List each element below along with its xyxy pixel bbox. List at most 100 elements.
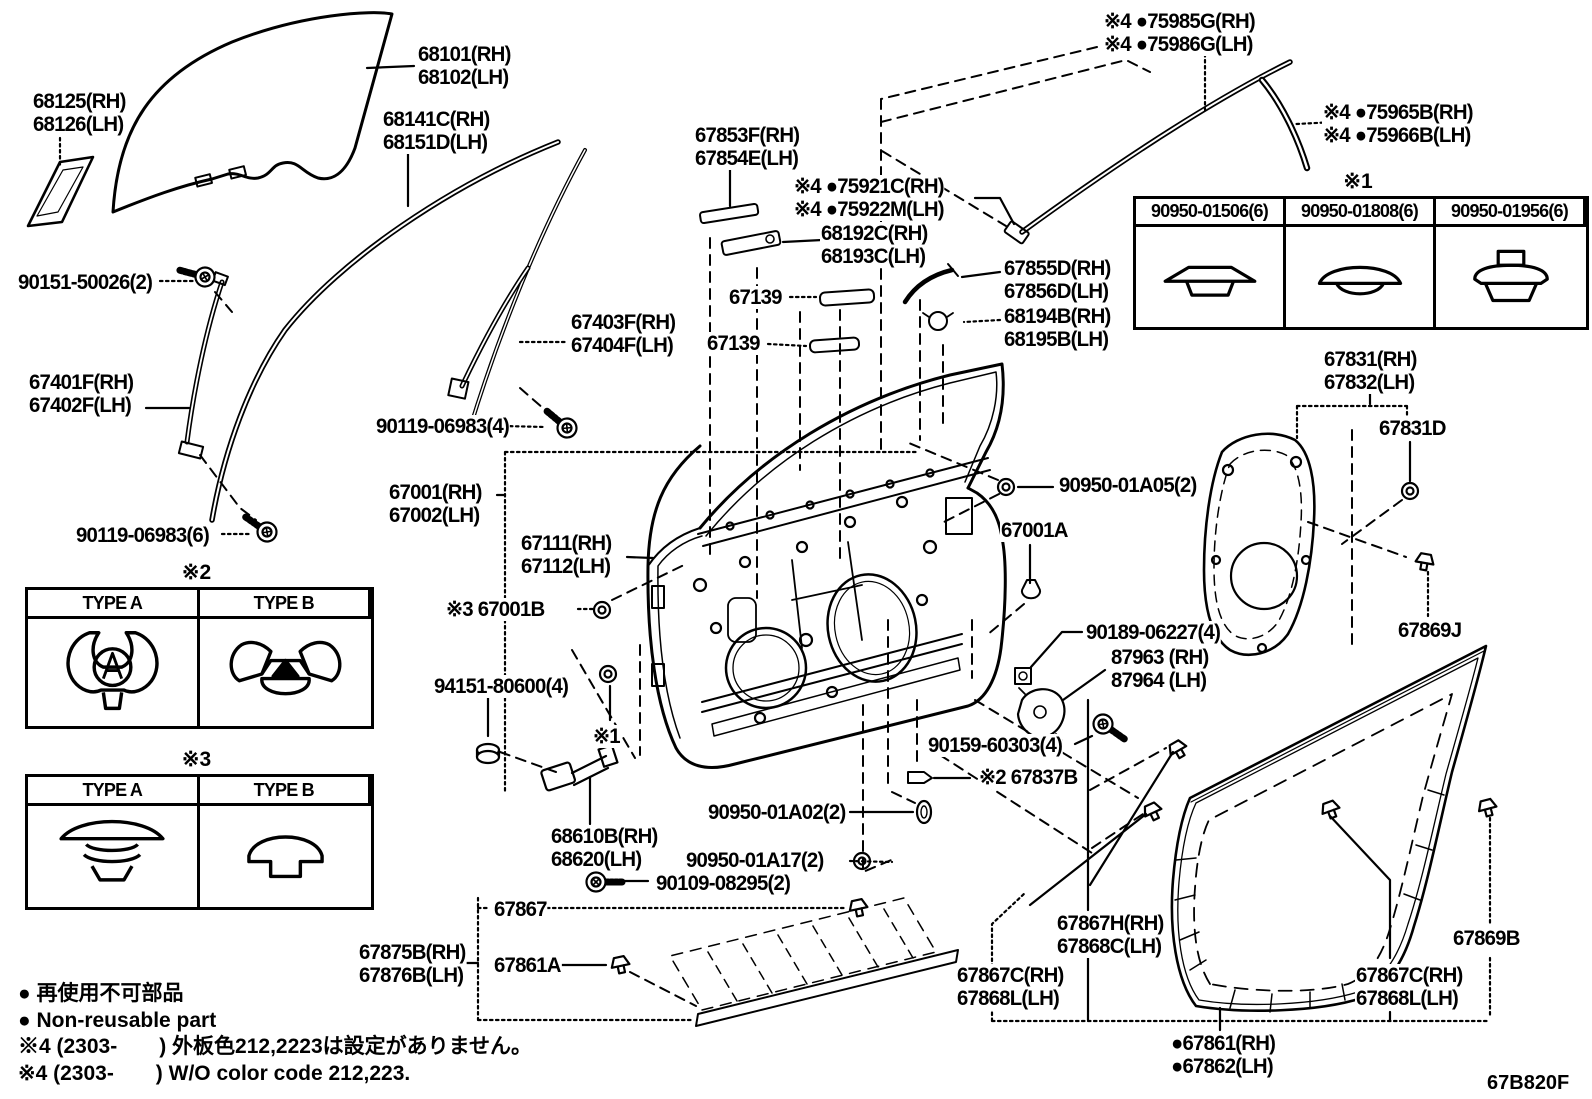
- part-label-90119-4: 90119-06983(4): [375, 415, 510, 438]
- part-label-line: 68102(LH): [417, 66, 509, 89]
- part-label-line: 67876B(LH): [358, 964, 464, 987]
- clips-table-header: 90950-01808(6): [1286, 199, 1436, 227]
- nut-icon: [475, 742, 501, 765]
- part-label-line: 90109-08295(2): [655, 872, 791, 895]
- part-label-line: 67867C(RH): [956, 964, 1064, 987]
- clip-icon: [1413, 551, 1437, 573]
- part-label-90119-6: 90119-06983(6): [75, 524, 210, 547]
- clip-icon: [1021, 579, 1041, 600]
- part-label-line: 67853F(RH): [694, 124, 800, 147]
- clip-dome-icon: [1286, 227, 1436, 327]
- part-label-line: 90189-06227(4): [1085, 621, 1221, 644]
- part-label-line: 68195B(LH): [1003, 328, 1109, 351]
- part-label-line: ●67862(LH): [1170, 1055, 1274, 1078]
- part-label-68610b: 68610B(RH)68620(LH): [550, 825, 659, 871]
- legend-line: ※4 (2303- ) W/O color code 212,223.: [18, 1061, 411, 1085]
- part-label-line: 68141C(RH): [382, 108, 490, 131]
- part-label-90189: 90189-06227(4): [1085, 621, 1222, 644]
- part-label-line: 68151D(LH): [382, 131, 488, 154]
- part-label-line: ※4 ●75966B(LH): [1322, 124, 1471, 147]
- clip-mushroom-icon: [1436, 227, 1586, 327]
- part-label-line: 94151-80600(4): [433, 675, 569, 698]
- legend: ● 再使用不可部品 ● Non-reusable part ※4 (2303- ) …: [18, 981, 532, 1087]
- part-label-line: 67001A: [1000, 519, 1068, 542]
- part-label-67111: 67111(RH)67112(LH): [520, 532, 613, 578]
- part-label-90109: 90109-08295(2): [655, 872, 792, 895]
- clip-wing-icon: [200, 619, 372, 729]
- plug-umbrella-icon: [28, 806, 200, 907]
- part-label-line: 67869J: [1397, 619, 1462, 642]
- part-label-90159: 90159-60303(4): [927, 734, 1064, 757]
- part-label-line: 87963 (RH): [1110, 646, 1209, 669]
- part-label-75965b: ※4 ●75965B(RH)※4 ●75966B(LH): [1322, 101, 1474, 147]
- part-label-line: ※4 ●75965B(RH): [1322, 101, 1474, 124]
- part-label-line: 87964 (LH): [1110, 669, 1207, 692]
- part-label-line: 67139: [706, 332, 761, 355]
- legend-line: ※4 (2303- ) 外板色212,2223は設定がありません。: [18, 1035, 533, 1058]
- part-label-67861a: 67861A: [493, 954, 562, 977]
- grommet-icon: [598, 664, 618, 684]
- part-label-line: 67401F(RH): [28, 371, 134, 394]
- part-label-90950-01a05: 90950-01A05(2): [1058, 474, 1198, 497]
- part-label-line: 90119-06983(6): [75, 524, 210, 547]
- part-label-68194b: 68194B(RH)68195B(LH): [1003, 305, 1112, 351]
- part-label-line: 68126(LH): [32, 113, 124, 136]
- part-label-line: 67002(LH): [388, 504, 480, 527]
- part-label-line: 67867C(RH): [1355, 964, 1463, 987]
- pillar-molding: [1258, 76, 1311, 172]
- part-label-line: ※3 67001B: [445, 598, 545, 621]
- part-label-line: ※1: [592, 725, 621, 748]
- part-label-67867c-l: 67867C(RH)67868L(LH): [956, 964, 1065, 1010]
- part-label-line: 67403F(RH): [570, 311, 676, 334]
- grommet-icon: [996, 477, 1016, 497]
- type-table-2-mark: ※3: [181, 748, 212, 771]
- part-label-line: 68194B(RH): [1003, 305, 1111, 328]
- part-label-line: ※4 ●75922M(LH): [793, 198, 945, 221]
- part-label-line: ●67861(RH): [1170, 1032, 1276, 1055]
- part-label-line: 67111(RH): [520, 532, 612, 555]
- part-label-67875b: 67875B(RH)67876B(LH): [358, 941, 467, 987]
- part-label-67869j: 67869J: [1397, 619, 1463, 642]
- leader-lines-solid: [144, 64, 1412, 1032]
- part-label-line: 67404F(LH): [570, 334, 674, 357]
- part-label-line: ※2 67837B: [978, 766, 1078, 789]
- front-door-glass: [111, 11, 394, 214]
- legend-line: ● 再使用不可部品: [18, 982, 184, 1005]
- type-table-2-header: TYPE A: [28, 777, 200, 806]
- part-label-line: 67402F(LH): [28, 394, 132, 417]
- part-label-line: ※4 ●75985G(RH): [1103, 10, 1256, 33]
- part-label-line: 67831(RH): [1323, 348, 1417, 371]
- door-panel-assembly: [646, 362, 1007, 769]
- part-label-75921c: ※4 ●75921C(RH)※4 ●75922M(LH): [793, 175, 945, 221]
- part-label-67139b: 67139: [706, 332, 761, 355]
- part-label-67867: 67867: [493, 898, 548, 921]
- part-label-line: 67868L(LH): [1355, 987, 1459, 1010]
- part-label-67853f: 67853F(RH)67854E(LH): [694, 124, 801, 170]
- part-label-67139a: 67139: [728, 286, 783, 309]
- clips-table-mark: ※1: [1343, 170, 1373, 193]
- clip-saucer-icon: [1136, 227, 1286, 327]
- type-table-1-mark: ※2: [181, 561, 212, 584]
- part-label-68125: 68125(RH)68126(LH): [32, 90, 127, 136]
- part-label-line: 67112(LH): [520, 555, 611, 578]
- bolt-icon: [541, 404, 580, 441]
- part-label-line: 90159-60303(4): [927, 734, 1063, 757]
- fastener-glyphs: [177, 261, 1500, 976]
- part-label-line: 67832(LH): [1323, 371, 1415, 394]
- part-label-line: 68101(RH): [417, 43, 511, 66]
- part-label-67861: ●67861(RH)●67862(LH): [1170, 1032, 1277, 1078]
- leader-lines-dotted: [58, 52, 1492, 1023]
- legend-line: ● Non-reusable part: [18, 1008, 217, 1032]
- part-label-67867h: 67867H(RH)67868C(LH): [1056, 912, 1165, 958]
- part-label-line: 67868L(LH): [956, 987, 1060, 1010]
- part-label-67403f: 67403F(RH)67404F(LH): [570, 311, 677, 357]
- part-label-68141c: 68141C(RH)68151D(LH): [382, 108, 491, 154]
- part-label-line: 67869B: [1452, 927, 1520, 950]
- part-label-68192c: 68192C(RH)68193C(LH): [820, 222, 929, 268]
- part-label-line: 90950-01A05(2): [1058, 474, 1197, 497]
- type-table-1-header: TYPE B: [199, 590, 371, 619]
- grommet-icon: [1400, 481, 1420, 501]
- screw-icon: [1090, 711, 1130, 747]
